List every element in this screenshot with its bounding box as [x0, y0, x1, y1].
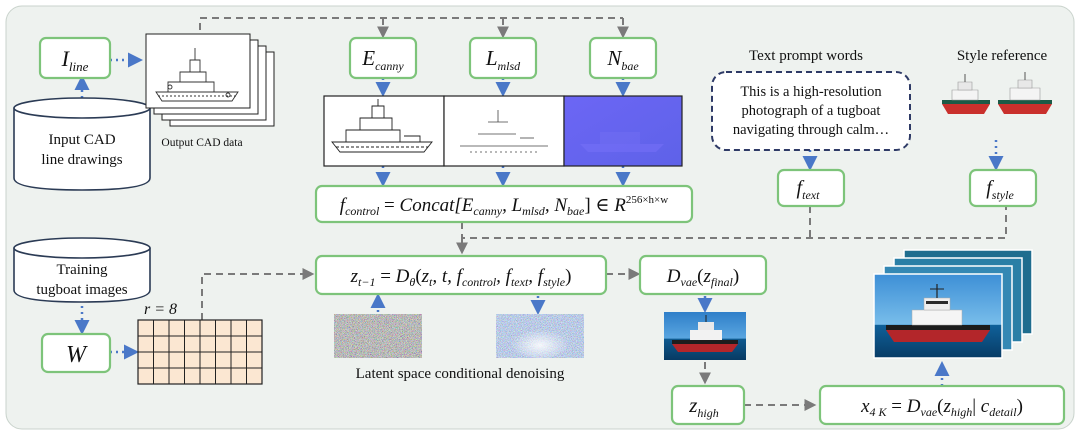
- noise-image-partial: [496, 314, 584, 358]
- e-canny-node: Ecanny: [348, 36, 418, 80]
- latent-caption: Latent space conditional denoising: [356, 366, 565, 382]
- decoded-boat-image: [664, 312, 746, 360]
- l-mlsd-formula: Lmlsd: [485, 46, 521, 73]
- training-cylinder: Training tugboat images: [13, 237, 151, 303]
- prompt-line-1: This is a high-resolution: [740, 84, 882, 100]
- prompt-line-2: photograph of a tugboat: [742, 103, 881, 119]
- x4k-formula: x4 K = Dvae(zhigh| cdetail): [860, 396, 1023, 419]
- high-res-output-stack: [873, 249, 1033, 359]
- noise-image-initial: [334, 314, 422, 358]
- grid-to-denoise: [201, 268, 315, 320]
- z-high-formula: zhigh: [688, 393, 719, 420]
- input-cad-label-line1: Input CAD: [48, 132, 115, 148]
- l-mlsd-node: Lmlsd: [468, 36, 538, 80]
- denoise-node: zt−1 = Dθ(zt, t, fcontrol, ftext, fstyle…: [314, 254, 608, 296]
- w-node: W: [40, 332, 112, 374]
- cad-boat-sketch: [155, 48, 239, 102]
- grid-lines: [138, 320, 262, 384]
- x4k-node: x4 K = Dvae(zhigh| cdetail): [818, 384, 1066, 426]
- e-canny-formula: Ecanny: [361, 46, 404, 73]
- n-bae-node: Nbae: [588, 36, 658, 80]
- f-control-node: fcontrol = Concat[Ecanny, Lmlsd, Nbae] ∈…: [314, 184, 694, 224]
- r-label: r = 8: [144, 301, 177, 318]
- text-prompt-title: Text prompt words: [749, 48, 863, 64]
- lora-grid: r = 8: [137, 301, 263, 385]
- input-cad-cylinder: Input CAD line drawings: [13, 97, 151, 191]
- training-label-line2: tugboat images: [36, 282, 127, 298]
- output-cad-label: Output CAD data: [161, 137, 242, 149]
- canny-edge-image: [323, 95, 445, 167]
- training-label-line1: Training: [56, 262, 108, 278]
- normal-map-image: [563, 95, 683, 167]
- denoise-formula: zt−1 = Dθ(zt, t, fcontrol, ftext, fstyle…: [350, 266, 572, 289]
- f-text-node: ftext: [776, 168, 846, 208]
- style-reference-title: Style reference: [957, 48, 1048, 64]
- d-vae-final-node: Dvae(zfinal): [638, 254, 768, 296]
- d-vae-final-formula: Dvae(zfinal): [666, 266, 739, 289]
- n-bae-formula: Nbae: [606, 46, 639, 73]
- input-cad-label-line2: line drawings: [41, 152, 122, 168]
- mlsd-line-image: [443, 95, 565, 167]
- f-text-formula: ftext: [797, 177, 821, 202]
- i-line-formula: Iline: [61, 46, 89, 74]
- connectors: [74, 17, 1007, 411]
- w-formula: W: [66, 342, 88, 368]
- i-line-node: Iline: [38, 36, 112, 80]
- style-reference-image: [942, 72, 1052, 114]
- z-high-node: zhigh: [670, 384, 746, 426]
- condition-bus: [461, 206, 1007, 239]
- f-control-formula: fcontrol = Concat[Ecanny, Lmlsd, Nbae] ∈…: [340, 194, 668, 218]
- text-prompt-box: This is a high-resolution photograph of …: [711, 71, 911, 151]
- top-bus: [199, 17, 623, 42]
- output-cad-stack: Output CAD data: [145, 33, 275, 149]
- f-style-formula: fstyle: [986, 177, 1014, 202]
- f-style-node: fstyle: [968, 168, 1038, 208]
- prompt-line-3: navigating through calm…: [733, 122, 889, 138]
